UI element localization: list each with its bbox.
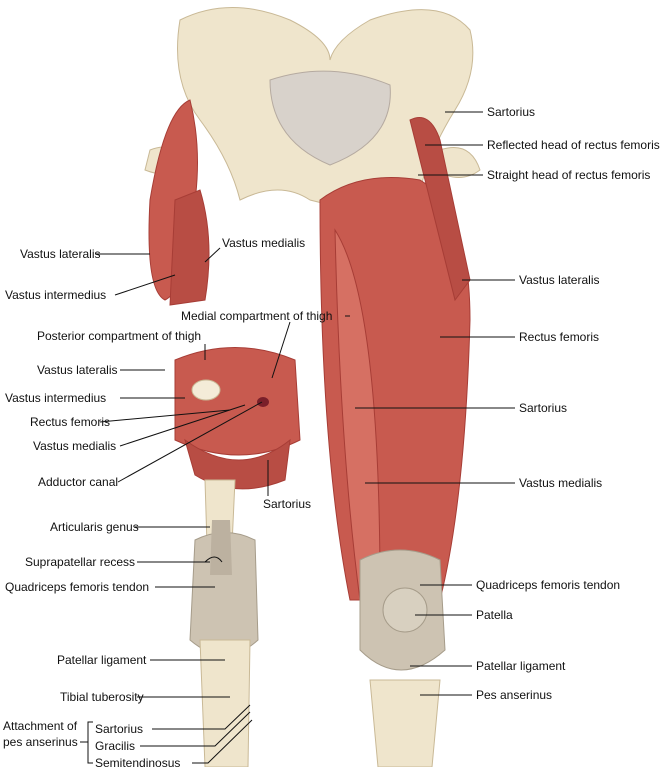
thigh-cross-section [174, 347, 301, 490]
label-sartorius-top: Sartorius [487, 105, 536, 119]
leader-lines [80, 111, 515, 764]
left-quadriceps-muscles [148, 99, 210, 306]
right-thigh-muscles [319, 117, 471, 767]
label-medial-compartment: Medial compartment of thigh [181, 309, 333, 323]
label-patellar-ligament-right: Patellar ligament [476, 659, 566, 673]
label-straight-head: Straight head of rectus femoris [487, 168, 651, 182]
label-xsection-rectus-femoris: Rectus femoris [30, 415, 111, 429]
left-femur-knee [189, 479, 259, 767]
label-quad-tendon-left: Quadriceps femoris tendon [5, 580, 150, 594]
label-patellar-ligament-left: Patellar ligament [57, 653, 147, 667]
label-vastus-lateralis-left: Vastus lateralis [20, 247, 101, 261]
label-rectus-femoris-right: Rectus femoris [519, 330, 600, 344]
label-pes-anserinus-group: pes anserinus [3, 735, 78, 749]
label-adductor-canal: Adductor canal [38, 475, 119, 489]
label-vastus-medialis-right: Vastus medialis [519, 476, 603, 490]
label-pes-anserinus: Pes anserinus [476, 688, 553, 702]
label-attachment-of: Attachment of [3, 719, 78, 733]
label-vastus-medialis-left: Vastus medialis [222, 236, 306, 250]
label-group-gracilis: Gracilis [95, 739, 136, 753]
pelvis [144, 7, 481, 206]
label-patella: Patella [476, 608, 513, 622]
label-vastus-intermedius-left: Vastus intermedius [5, 288, 107, 302]
label-sartorius-right: Sartorius [519, 401, 568, 415]
label-xsection-vastus-lateralis: Vastus lateralis [37, 363, 118, 377]
label-suprapatellar-recess: Suprapatellar recess [25, 555, 136, 569]
label-xsection-vastus-intermedius: Vastus intermedius [5, 391, 107, 405]
label-posterior-compartment: Posterior compartment of thigh [37, 329, 202, 343]
label-group-semitendinosus: Semitendinosus [95, 756, 181, 767]
label-quad-tendon-right: Quadriceps femoris tendon [476, 578, 621, 592]
label-xsection-sartorius: Sartorius [263, 497, 312, 511]
label-vastus-lateralis-right: Vastus lateralis [519, 273, 600, 287]
label-tibial-tuberosity: Tibial tuberosity [60, 690, 144, 704]
label-xsection-vastus-medialis: Vastus medialis [33, 439, 117, 453]
label-articularis-genus: Articularis genus [50, 520, 139, 534]
label-group-sartorius: Sartorius [95, 722, 144, 736]
label-reflected-head: Reflected head of rectus femoris [487, 138, 660, 152]
